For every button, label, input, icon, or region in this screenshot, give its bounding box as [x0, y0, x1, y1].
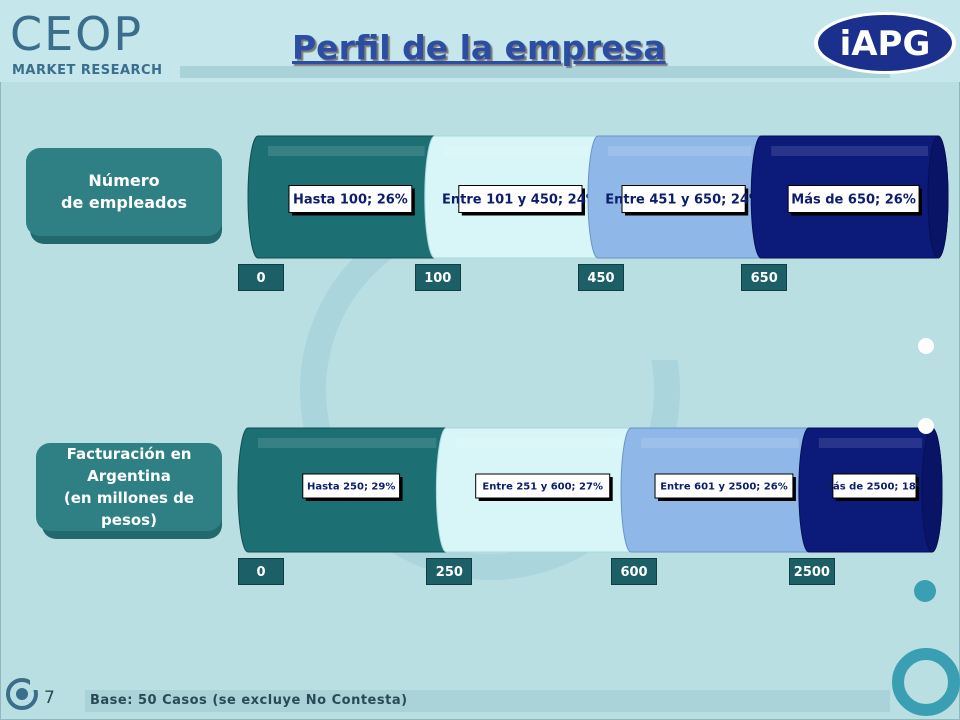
data-label: Hasta 100; 26% — [288, 185, 415, 216]
tick-label: 450 — [578, 264, 624, 291]
iapg-logo: iAPG — [812, 10, 958, 76]
data-label-text: Entre 251 y 600; 27% — [482, 482, 603, 493]
iapg-logo-text: iAPG — [840, 24, 931, 64]
tick-label: 250 — [426, 558, 473, 585]
data-label-text: Entre 101 y 450; 24% — [442, 193, 599, 208]
tick-label: 100 — [414, 264, 461, 291]
tick-label: 600 — [611, 558, 658, 585]
cylinder-end-cap — [921, 427, 943, 553]
ceop-logo-text: CEOP — [10, 7, 144, 61]
ceop-logo-subtitle: MARKET RESEARCH — [12, 63, 163, 78]
data-label: Entre 101 y 450; 24% — [442, 185, 599, 216]
header-stripe — [180, 66, 890, 78]
data-label: Entre 251 y 600; 27% — [475, 473, 613, 501]
tick-label: 2500 — [788, 558, 835, 585]
data-label: Más de 2500; 18% — [823, 473, 926, 501]
data-label: Entre 601 y 2500; 26% — [654, 473, 796, 501]
decor-dot-white — [918, 418, 934, 434]
ceop-corner-icon — [6, 678, 40, 710]
data-label-text: Más de 2500; 18% — [823, 481, 926, 493]
ceop-logo: CEOP MARKET RESEARCH — [10, 8, 170, 80]
tick-label: 650 — [741, 264, 788, 291]
data-label: Más de 650; 26% — [787, 185, 923, 216]
tick-label: 0 — [238, 264, 284, 291]
data-label-text: Hasta 250; 29% — [307, 482, 395, 493]
base-note: Base: 50 Casos (se excluye No Contesta) — [90, 693, 408, 708]
data-label-text: Entre 451 y 650; 24% — [605, 193, 762, 208]
footer-band — [85, 690, 890, 712]
data-label: Entre 451 y 650; 24% — [605, 185, 762, 216]
category-label-line: Facturación en — [66, 445, 192, 463]
decor-ring — [892, 648, 960, 716]
category-box-revenue: Facturación en Argentina (en millones de… — [36, 443, 222, 531]
tick-label: 0 — [238, 558, 284, 585]
data-label-text: Hasta 100; 26% — [293, 193, 408, 208]
category-label-line: (en millones de pesos) — [63, 489, 195, 529]
iapg-logo-graphic: iAPG — [814, 12, 956, 74]
decor-dot-teal — [914, 580, 936, 602]
page-number: 7 — [44, 688, 55, 708]
data-label-text: Más de 650; 26% — [791, 193, 916, 208]
page-title: Perfil de la empresa — [292, 28, 666, 67]
category-label-line: de empleados — [61, 193, 187, 212]
cylinder-end-cap — [927, 135, 949, 259]
category-label-line: Argentina — [87, 467, 171, 485]
category-box-employees: Número de empleados — [26, 148, 222, 236]
category-label-line: Número — [88, 171, 160, 190]
decor-dot-white — [918, 338, 934, 354]
data-label: Hasta 250; 29% — [302, 473, 403, 501]
data-label-text: Entre 601 y 2500; 26% — [660, 482, 788, 493]
